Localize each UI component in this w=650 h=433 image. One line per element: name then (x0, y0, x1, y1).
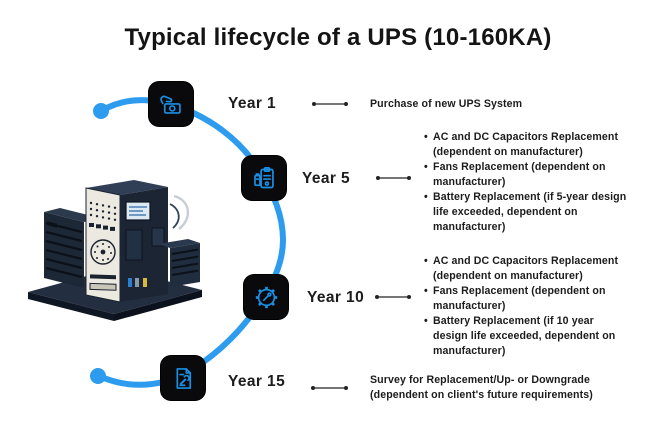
year-10-details: AC and DC Capacitors Replacement (depend… (424, 254, 650, 359)
milestone-tile-year-15 (161, 356, 205, 400)
battery-checklist-icon (253, 166, 274, 188)
year-5-details: AC and DC Capacitors Replacement (depend… (424, 130, 650, 235)
list-item: Battery Replacement (if 5-year design li… (424, 190, 650, 235)
year-10-label: Year 10 (307, 289, 365, 306)
year-15-label: Year 15 (228, 373, 286, 390)
connector-lines (311, 102, 411, 390)
milestone-tile-year-10 (244, 275, 288, 319)
milestone-tile-year-1 (149, 82, 193, 126)
list-item: AC and DC Capacitors Replacement (depend… (424, 130, 650, 160)
list-item: Fans Replacement (dependent on manufactu… (424, 160, 650, 190)
document-wrench-icon (175, 367, 191, 389)
list-item: Battery Replacement (if 10 year design l… (424, 314, 650, 359)
ups-illustration (28, 180, 202, 321)
list-item: Fans Replacement (dependent on manufactu… (424, 284, 650, 314)
list-item: AC and DC Capacitors Replacement (depend… (424, 254, 650, 284)
page-title: Typical lifecycle of a UPS (10-160KA) (124, 24, 552, 51)
gear-screwdriver-icon (255, 286, 277, 308)
ups-center-tower (85, 180, 168, 303)
year-1-description: Purchase of new UPS System (370, 98, 523, 110)
milestone-tile-year-5 (242, 156, 286, 200)
year-15-description: Survey for Replacement/Up- or Downgrade … (370, 374, 593, 401)
timeline-start-dot (93, 103, 109, 119)
timeline-end-dot (90, 368, 106, 384)
year-1-label: Year 1 (228, 95, 277, 112)
year-5-label: Year 5 (302, 170, 351, 187)
money-hand-icon (159, 95, 181, 114)
